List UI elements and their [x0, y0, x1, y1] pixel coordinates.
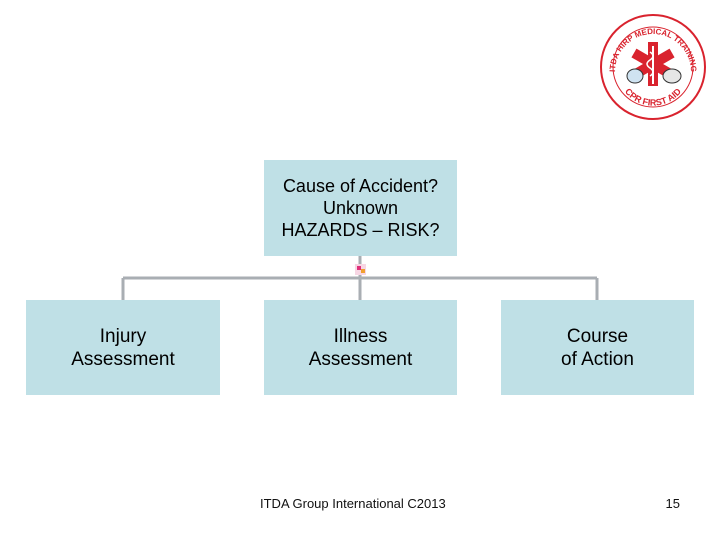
- itda-medical-training-logo: ITDA HIRP MEDICAL TRAINING CPR FIRST AID: [600, 14, 706, 120]
- child-node-label: Illness Assessment: [308, 325, 413, 370]
- root-node-cause-of-accident: Cause of Accident? Unknown HAZARDS – RIS…: [264, 160, 457, 256]
- root-node-label: Cause of Accident? Unknown HAZARDS – RIS…: [281, 176, 440, 240]
- connector-marker-icon: [355, 264, 366, 275]
- footer-copyright: ITDA Group International C2013: [260, 496, 446, 511]
- child-node-course-of-action: Course of Action: [501, 300, 694, 395]
- child-node-label: Injury Assessment: [71, 325, 175, 370]
- child-node-injury-assessment: Injury Assessment: [26, 300, 220, 395]
- child-node-illness-assessment: Illness Assessment: [264, 300, 457, 395]
- slide-number: 15: [665, 496, 680, 511]
- child-node-label: Course of Action: [561, 325, 634, 370]
